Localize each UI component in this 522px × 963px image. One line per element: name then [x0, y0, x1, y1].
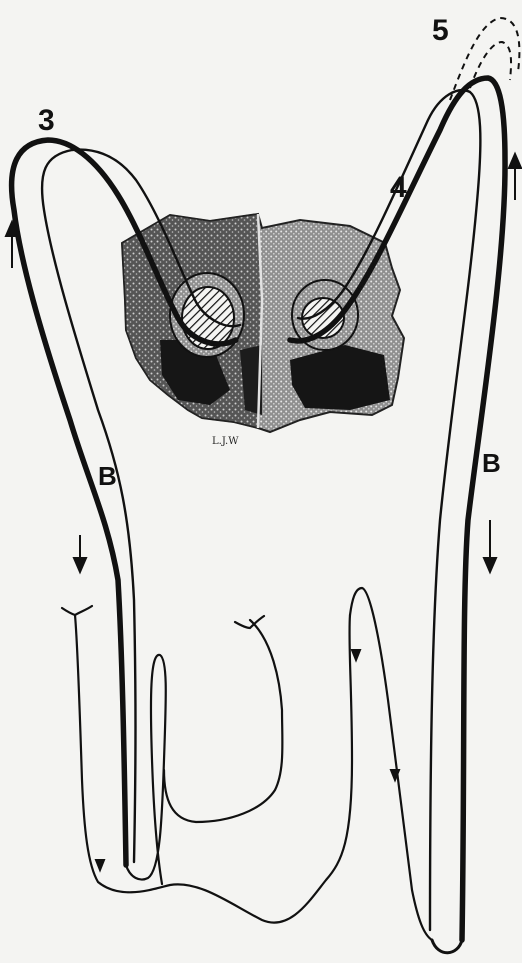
tissue-block — [122, 214, 404, 432]
label-3: 3 — [38, 104, 55, 137]
label-5: 5 — [432, 14, 449, 47]
dashed-loop — [450, 18, 519, 100]
label-b-left: B — [98, 461, 117, 491]
right-loop — [290, 78, 505, 953]
signature: L.J.W — [212, 436, 239, 447]
lower-left-vessels — [75, 588, 432, 940]
label-4: 4 — [390, 171, 407, 204]
label-b-right: B — [482, 448, 501, 478]
branching-fork-icon — [62, 606, 264, 628]
